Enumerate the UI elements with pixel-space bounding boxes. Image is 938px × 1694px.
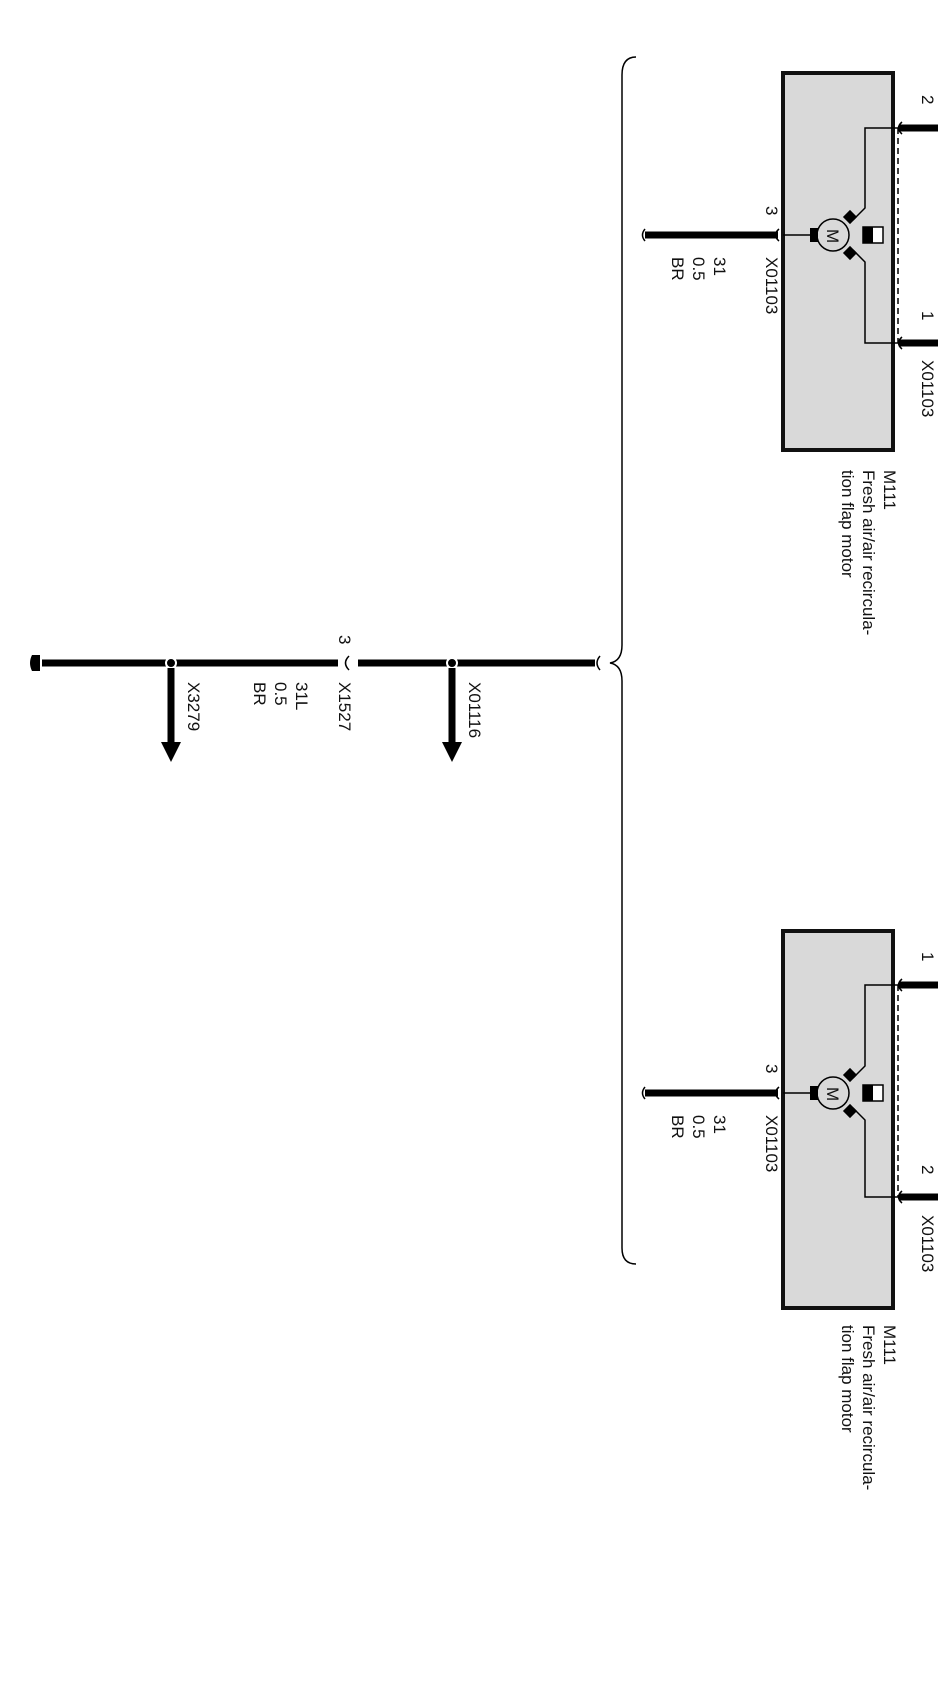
connector-symbol: [344, 655, 601, 671]
component-id: M111: [880, 470, 899, 510]
wire-color: BR: [668, 257, 687, 281]
connector-label: X01103: [918, 1215, 937, 1272]
splice-dot: [446, 657, 458, 669]
brush-contact: [842, 1103, 858, 1119]
connector-symbol: [641, 1086, 780, 1100]
connector-label: X01103: [918, 360, 937, 417]
splice-label: X01116: [465, 682, 484, 738]
pin-label: 1: [918, 952, 937, 961]
wire-cross-section: 0.5: [689, 257, 708, 281]
component-name: tion flap motor: [838, 1325, 857, 1433]
connector-label: X01103: [762, 257, 781, 314]
connector-symbol: [897, 978, 903, 1204]
component-id: M111: [880, 1325, 899, 1365]
brush-contact: [842, 245, 858, 261]
brush-contact: [842, 209, 858, 225]
component-box: [781, 929, 895, 1310]
pin-label: 3: [762, 1064, 781, 1073]
component-name: Fresh air/air recircula-: [859, 470, 878, 635]
pin-label: 2: [918, 1165, 937, 1174]
position-sensor-fill: [863, 227, 873, 243]
component-name: Fresh air/air recircula-: [859, 1325, 878, 1490]
arrow-down-icon: [161, 742, 181, 762]
wire-terminal: 31: [710, 257, 729, 276]
component-box: [781, 71, 895, 452]
connector-label: X01103: [762, 1115, 781, 1172]
connector-symbol: [897, 121, 903, 350]
motor-m111-top[interactable]: M 2 1 X01103 3 X01103 31 0.5 BR M111 Fre…: [641, 71, 938, 635]
connector-symbol: [641, 228, 780, 242]
splice-label: X3279: [184, 682, 203, 731]
pin-label: 2: [918, 95, 937, 104]
motor-symbol: M: [823, 229, 842, 243]
terminal-block: [810, 228, 818, 242]
component-name: tion flap motor: [838, 470, 857, 578]
brush-contact: [842, 1067, 858, 1083]
ground-terminal-icon: [30, 655, 40, 671]
position-sensor-fill: [863, 1085, 873, 1101]
pin-label: 3: [762, 206, 781, 215]
splice-dot: [165, 657, 177, 669]
pin-label: 1: [918, 311, 937, 320]
terminal-block: [810, 1086, 818, 1100]
ground-line: X01116 3 X1527 31L 0.5 BR X3279: [30, 635, 601, 762]
arrow-down-icon: [442, 742, 462, 762]
motor-m111-bottom[interactable]: M 1 2 X01103 3 X01103 31 0.5 BR M111 Fre…: [641, 929, 938, 1490]
wire-terminal: 31: [710, 1115, 729, 1134]
internal-wiring: [852, 984, 898, 1198]
wire-terminal: 31L: [292, 682, 311, 710]
wire-color: BR: [668, 1115, 687, 1139]
wire-color: BR: [250, 682, 269, 706]
connector-label: X1527: [335, 682, 354, 731]
wire-cross-section: 0.5: [689, 1115, 708, 1139]
internal-wiring: [852, 127, 898, 344]
pin-label: 3: [335, 635, 354, 644]
group-brace: [609, 56, 637, 1265]
motor-symbol: M: [823, 1087, 842, 1101]
wire-cross-section: 0.5: [271, 682, 290, 706]
